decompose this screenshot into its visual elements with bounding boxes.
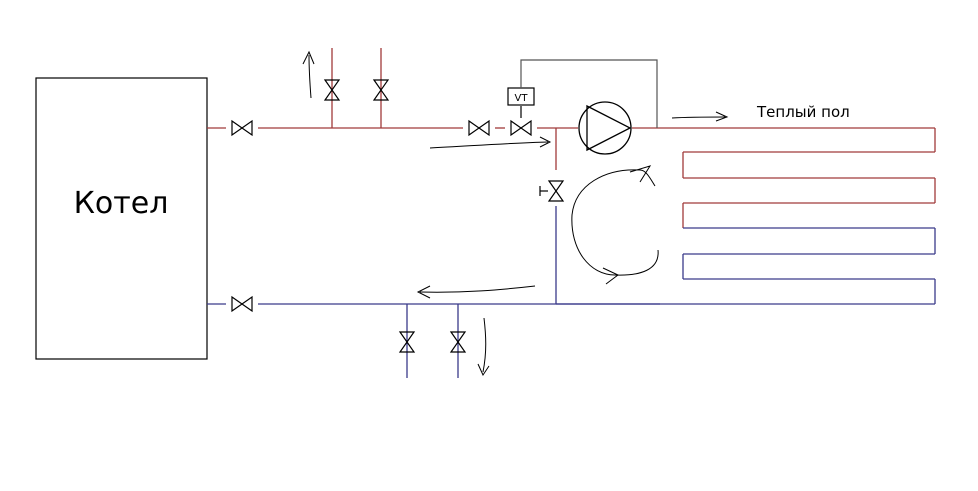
supply-line xyxy=(207,48,936,228)
boiler-label: Котел xyxy=(74,186,169,221)
flow-arrow-icon xyxy=(302,50,729,377)
boiler-box xyxy=(35,77,208,360)
floor-label: Теплый пол xyxy=(756,103,850,121)
valve-icon[interactable] xyxy=(548,180,564,202)
pump-icon[interactable] xyxy=(578,101,632,155)
valve-icon[interactable] xyxy=(231,120,253,136)
control-line xyxy=(520,59,658,128)
valve-icon[interactable] xyxy=(231,296,253,312)
thermostatic-valve-icon[interactable]: VT xyxy=(507,87,535,118)
return-line xyxy=(207,206,936,378)
svg-text:VT: VT xyxy=(515,93,529,104)
valve-icon[interactable] xyxy=(468,120,490,136)
valve-icon[interactable] xyxy=(510,120,532,136)
